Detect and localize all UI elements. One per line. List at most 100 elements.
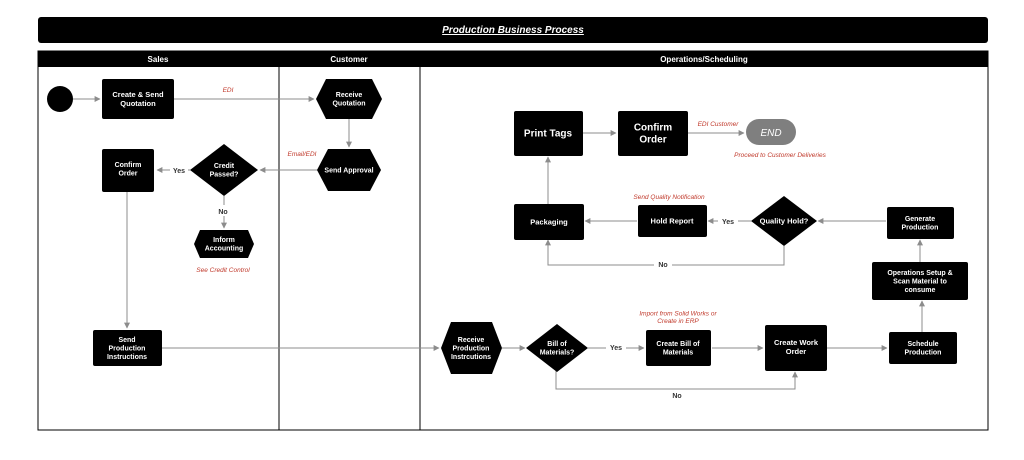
node-print-tags-label: Print Tags	[524, 129, 573, 140]
node-create-bill-of-materials-label: Create Bill of Materials	[656, 341, 700, 357]
pool-frame	[37, 50, 989, 431]
label-line: Bill of	[547, 341, 567, 348]
node-packaging-label: Packaging	[530, 218, 568, 227]
edge-label-bg	[170, 164, 188, 175]
note-send-quality-notification: Send Quality Notification	[633, 194, 705, 201]
edge-label-bg	[606, 342, 626, 353]
node-operations-setup-label: Operations Setup &Scan Material to consum…	[887, 270, 952, 294]
lane-sales: Sales	[148, 55, 169, 64]
label-line: Send	[118, 337, 135, 344]
label-line: Hold Report	[651, 217, 694, 226]
end-event-label: END	[760, 128, 781, 139]
node-receive-quotation	[316, 79, 382, 119]
node-receive-production-instructions	[441, 322, 502, 374]
node-schedule-production	[889, 332, 957, 364]
label-line: Create & Send	[112, 90, 164, 99]
label-line: Quotation	[120, 99, 156, 108]
label-line: Materials?	[540, 350, 575, 357]
note-email-edi: Email/EDI	[288, 151, 317, 158]
label-line: Create in ERP	[657, 318, 699, 325]
node-create-send-quotation	[102, 79, 174, 119]
label-line: Production	[902, 225, 939, 232]
edge-label-yes-credit: Yes	[173, 168, 185, 175]
node-packaging	[514, 204, 584, 240]
edge-label-no-credit: No	[218, 209, 227, 216]
node-send-production-instructions	[93, 330, 162, 366]
node-bill-of-materials-label: Bill of Materials?	[540, 341, 575, 357]
label-line: Materials	[663, 350, 693, 357]
node-send-approval	[317, 149, 381, 191]
label-line: Receive	[336, 92, 363, 99]
note-edi: EDI	[223, 87, 234, 94]
label-line: Import from Solid Works or	[639, 310, 717, 317]
lane-header-bar	[38, 51, 988, 67]
node-create-bill-of-materials	[646, 330, 711, 366]
label-line: Schedule	[907, 341, 938, 348]
label-line: Create Bill of	[656, 341, 700, 348]
node-confirm-order-ops	[618, 111, 688, 156]
node-print-tags	[514, 111, 583, 156]
label-line: Passed?	[210, 172, 239, 179]
label-line: Order	[786, 347, 807, 356]
node-create-work-order	[765, 325, 827, 371]
label-line: Instrcutions	[451, 354, 491, 361]
label-line: Confirm	[634, 122, 672, 133]
label-line: Credit	[214, 163, 235, 170]
lane-customer: Customer	[330, 55, 367, 64]
start-event	[47, 86, 73, 112]
edge-bom-no-to-work-order	[555, 371, 798, 390]
edge-label-yes-bom: Yes	[610, 345, 622, 352]
node-generate-production	[887, 207, 954, 239]
node-confirm-order-sales	[102, 149, 154, 192]
node-credit-passed	[190, 144, 258, 196]
label-line: Production	[905, 350, 942, 357]
note-edi-customer: EDI Customer	[698, 121, 740, 128]
label-line: Scan Material to	[893, 278, 947, 285]
node-inform-accounting	[194, 230, 254, 258]
edge-label-bg	[718, 215, 738, 226]
edge-label-no-bom: No	[672, 393, 681, 400]
connectors	[73, 96, 925, 390]
label-line: Order	[118, 171, 137, 178]
label-line: Quotation	[332, 101, 365, 108]
label-line: Accounting	[205, 246, 244, 253]
note-see-credit-control: See Credit Control	[196, 267, 250, 274]
end-event	[746, 119, 796, 145]
label-line: Inform	[213, 237, 235, 244]
lane-operations: Operations/Scheduling	[660, 55, 748, 64]
node-quality-hold	[751, 196, 817, 246]
label-line: Print Tags	[524, 129, 573, 140]
label-line: Send Approval	[324, 167, 373, 174]
label-line: Packaging	[530, 218, 568, 227]
label-line: Order	[639, 135, 666, 146]
diagram-title: Production Business Process	[442, 25, 584, 36]
label-line: Operations Setup &	[887, 270, 952, 277]
label-line: Instructions	[107, 354, 147, 361]
label-line: Confirm	[115, 162, 142, 169]
label-line: Quality Hold?	[760, 217, 809, 226]
title-bar	[38, 17, 988, 43]
node-bill-of-materials	[526, 324, 588, 372]
note-proceed-to-customer-deliveries: Proceed to Customer Deliveries	[734, 152, 827, 159]
edge-label-bg	[216, 205, 230, 216]
node-hold-report-label: Hold Report	[651, 217, 694, 226]
label-line: Receive	[458, 337, 485, 344]
node-operations-setup	[872, 262, 968, 300]
node-quality-hold-label: Quality Hold?	[760, 217, 809, 226]
label-line: Generate	[905, 216, 935, 223]
node-send-approval-label: Send Approval	[324, 167, 373, 174]
edge-label-no-quality: No	[658, 262, 667, 269]
label-line: Production	[109, 345, 146, 352]
label-line: consume	[905, 287, 936, 294]
